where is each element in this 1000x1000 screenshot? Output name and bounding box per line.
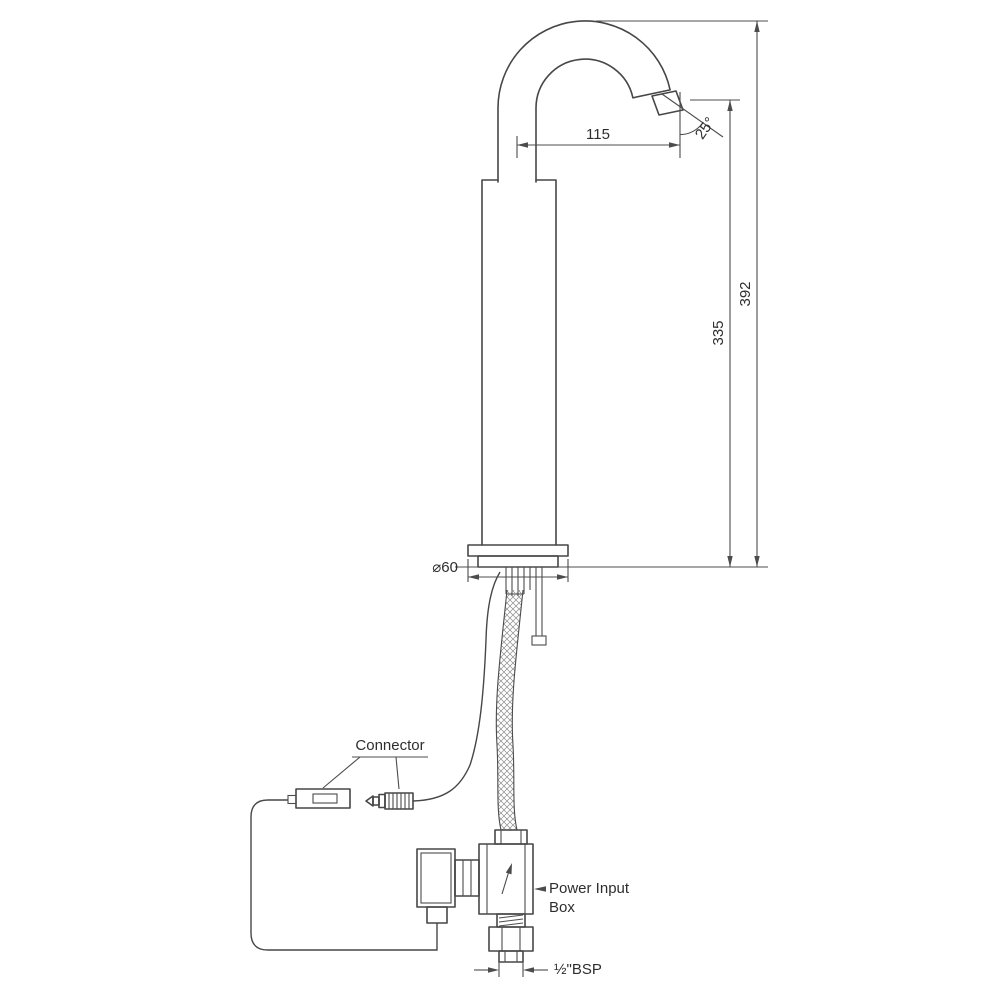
inlet-tail <box>498 950 524 963</box>
faucet <box>455 20 766 646</box>
connector-leader-right <box>395 756 400 790</box>
dimension-inlet-thread: ½"BSP <box>474 961 602 978</box>
connector-assembly <box>287 788 414 810</box>
dim-25-angled-line <box>661 93 724 138</box>
jack-plug-tip <box>365 795 374 807</box>
power-wire <box>250 799 438 951</box>
label-power-input-box-group: Power Input Box <box>534 880 630 916</box>
connector-label: Connector <box>355 737 424 754</box>
hose-left-edge <box>495 589 508 831</box>
dim-115-arrow-left <box>517 142 528 148</box>
spout-outline <box>497 20 671 183</box>
dimension-spout-angle: 25° <box>661 93 724 143</box>
inlet-hex-nut <box>488 926 534 952</box>
dim-335-text: 335 <box>710 320 727 345</box>
dim-115-arrow-right <box>669 142 680 148</box>
dim-392-arrow-bottom <box>754 556 760 567</box>
label-connector-group: Connector <box>322 737 428 790</box>
hose-union-nut <box>494 829 528 845</box>
dimension-height-to-spout: 335 <box>690 99 740 567</box>
dim-335-arrow-bottom <box>727 556 733 567</box>
jack-plug-ribs <box>388 793 410 809</box>
aerator-tip <box>651 90 684 116</box>
power-input-label-line2: Box <box>549 899 575 916</box>
coupling <box>454 859 480 897</box>
valve-flow-arrow <box>501 870 510 895</box>
flex-hose <box>495 589 524 831</box>
inlet-tail-lines <box>504 951 518 962</box>
dimension-overall-height: 392 <box>572 20 768 568</box>
female-connector-stub <box>287 794 297 805</box>
base-gasket <box>477 555 559 568</box>
solenoid-valve-assembly <box>416 829 534 963</box>
dim-25-arc <box>679 122 704 136</box>
dim-60-arrow-right <box>557 574 568 580</box>
inlet-nipple-threads <box>498 914 524 927</box>
dimension-base-diameter: ⌀60 <box>432 559 569 582</box>
female-connector-body <box>295 788 351 809</box>
valve-flow-arrowhead <box>505 863 512 875</box>
connector-leader-left <box>322 756 361 789</box>
dim-335-arrow-top <box>727 100 733 111</box>
power-box <box>416 848 456 908</box>
valve-body-walls <box>486 844 526 914</box>
mounting-stud-nut <box>531 635 547 646</box>
shank-threads <box>505 567 531 596</box>
dim-60-text: ⌀60 <box>432 559 458 576</box>
hose-union-nut-facets <box>500 830 522 844</box>
female-connector-window <box>312 793 338 804</box>
jack-plug-collar <box>378 793 386 809</box>
power-box-inner <box>420 852 452 904</box>
cable-gland <box>426 906 448 924</box>
jack-plug-body <box>384 792 414 810</box>
sensor-cable <box>412 571 501 802</box>
dimension-spout-reach: 115 <box>516 92 681 158</box>
jack-plug-shaft <box>372 796 380 806</box>
dim-bsp-text: ½"BSP <box>554 961 602 978</box>
hose-right-edge <box>511 589 524 831</box>
power-box-leader-arrow <box>534 886 546 892</box>
dim-bsp-arrow-left <box>488 967 499 973</box>
inlet-hex-nut-facets <box>501 927 521 951</box>
dim-392-text: 392 <box>737 281 754 306</box>
dim-60-arrow-left <box>468 574 479 580</box>
dim-115-text: 115 <box>586 126 610 143</box>
power-input-label-line1: Power Input <box>549 880 630 897</box>
dim-bsp-arrow-right <box>523 967 534 973</box>
faucet-body <box>481 179 557 546</box>
coupling-lines <box>462 860 472 896</box>
mounting-stud <box>535 567 543 636</box>
base-flange <box>467 544 569 557</box>
dim-392-arrow-top <box>754 21 760 32</box>
